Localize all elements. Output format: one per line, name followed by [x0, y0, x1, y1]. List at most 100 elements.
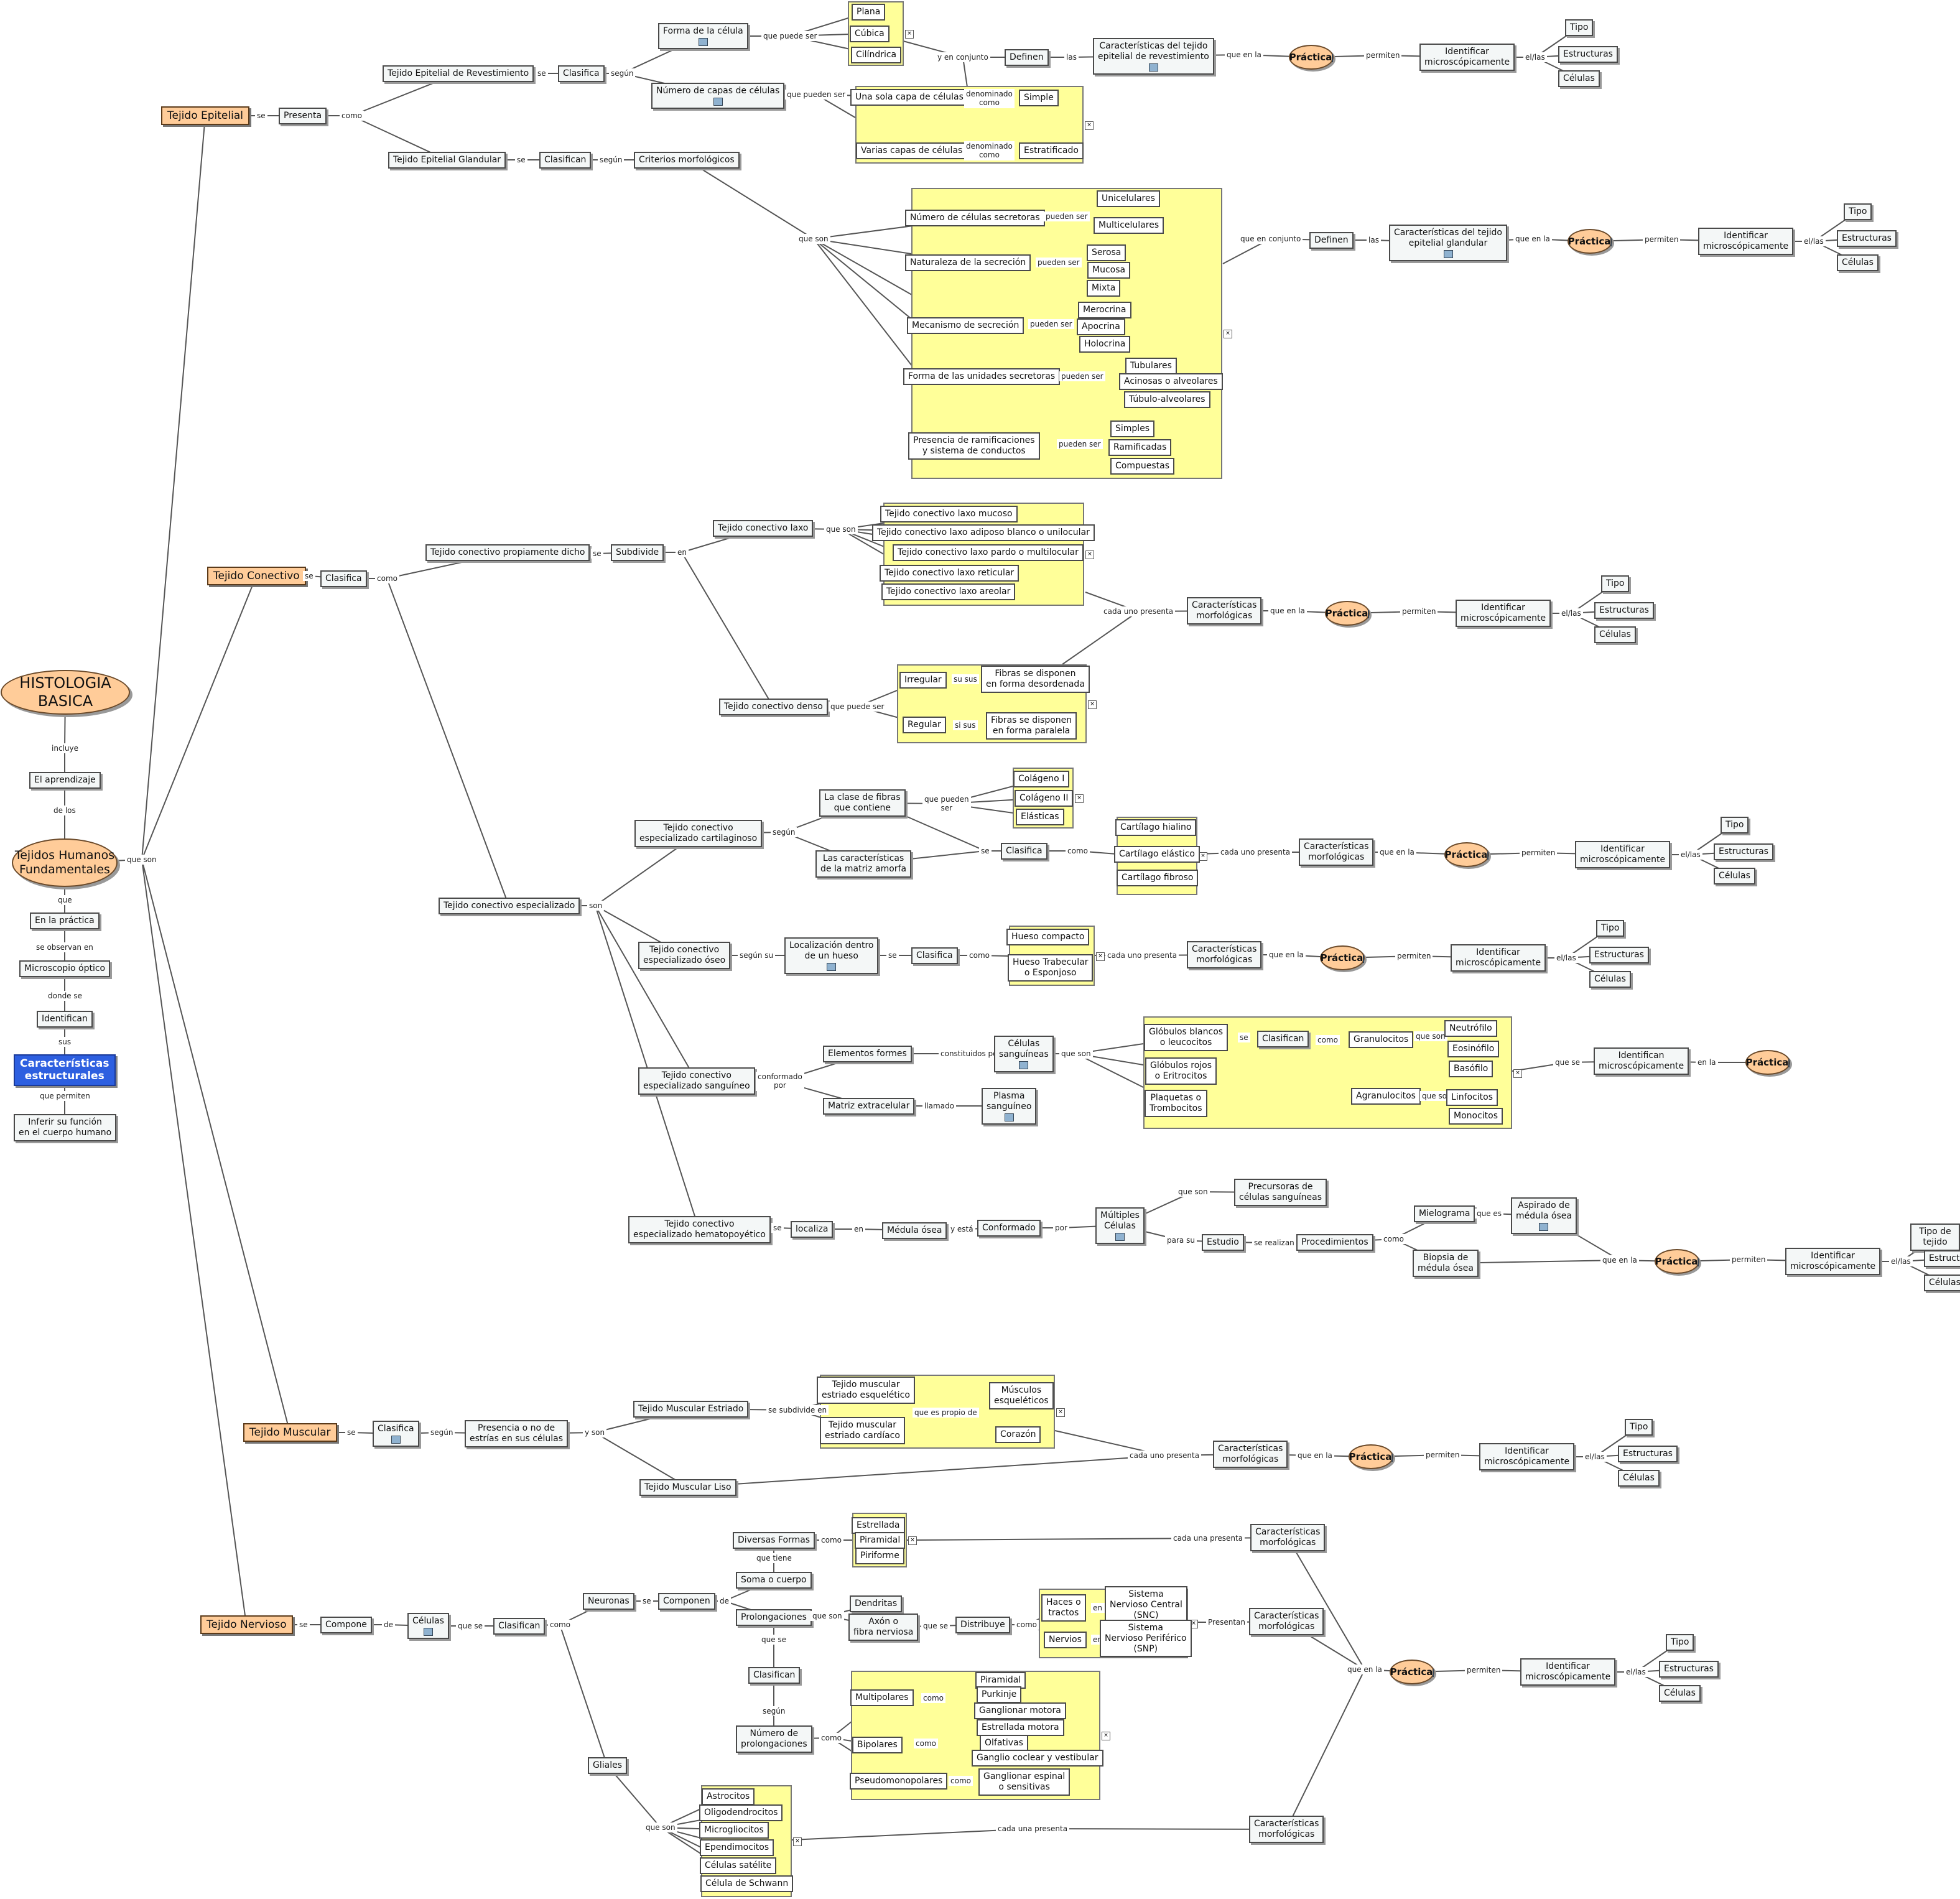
concept-node[interactable]: Neutrófilo — [1444, 1020, 1497, 1037]
concept-node[interactable]: Características del tejido epitelial de … — [1093, 38, 1214, 75]
concept-node[interactable]: Neuronas — [583, 1593, 634, 1610]
concept-node[interactable]: Mecanismo de secreción — [907, 317, 1024, 334]
concept-node[interactable]: Axón o fibra nerviosa — [848, 1613, 919, 1641]
concept-node[interactable]: Estructuras — [1589, 947, 1649, 963]
concept-node[interactable]: Ramificadas — [1108, 439, 1172, 456]
concept-node[interactable]: Tejido conectivo propiamente dicho — [425, 544, 590, 561]
concept-node[interactable]: Glóbulos rojos o Eritrocitos — [1145, 1057, 1217, 1085]
concept-node[interactable]: Cartílago elástico — [1114, 846, 1200, 863]
practica-node[interactable]: Práctica — [1349, 1444, 1393, 1469]
concept-node[interactable]: Olfativas — [980, 1735, 1028, 1752]
concept-node[interactable]: Pseudomonopolares — [850, 1773, 948, 1790]
concept-node[interactable]: Número de capas de células — [651, 83, 785, 109]
concept-node[interactable]: Cúbica — [850, 26, 889, 42]
tejidos-fundamentales-node[interactable]: Tejidos Humanos Fundamentales — [12, 838, 118, 887]
concept-node[interactable]: Las características de la matriz amorfa — [815, 850, 912, 878]
concept-node[interactable]: Tipo — [1601, 575, 1630, 592]
concept-node[interactable]: Células — [1589, 971, 1631, 988]
concept-node[interactable]: Corazón — [995, 1426, 1041, 1443]
concept-node[interactable]: Fibras se disponen en forma desordenada — [981, 666, 1090, 693]
concept-node[interactable]: Monocitos — [1449, 1108, 1503, 1125]
concept-node[interactable]: Tejido conectivo especializado óseo — [638, 942, 731, 969]
concept-node[interactable]: Tejido conectivo especializado — [439, 898, 580, 914]
concept-node[interactable]: Forma de la célula — [658, 23, 748, 49]
resource-icon[interactable] — [713, 97, 723, 106]
concept-node[interactable]: Tejido conectivo especializado hematopoy… — [628, 1216, 771, 1243]
concept-node[interactable]: Localización dentro de un hueso — [784, 937, 879, 974]
concept-node[interactable]: Tejido conectivo laxo adiposo blanco o u… — [872, 524, 1095, 541]
concept-node[interactable]: Estratificado — [1019, 142, 1084, 159]
concept-node[interactable]: Identifican microscópicamente — [1594, 1047, 1689, 1075]
practica-node[interactable]: Práctica — [1289, 45, 1334, 70]
concept-node[interactable]: Clasifican — [493, 1618, 546, 1635]
concept-node[interactable]: Piriforme — [855, 1548, 904, 1564]
concept-node[interactable]: Prolongaciones — [736, 1609, 812, 1626]
concept-node[interactable]: Serosa — [1087, 244, 1126, 261]
concept-node[interactable]: En la práctica — [30, 912, 100, 929]
concept-node[interactable]: Irregular — [899, 672, 947, 689]
concept-node[interactable]: localiza — [791, 1221, 834, 1238]
concept-node[interactable]: Características del tejido epitelial gla… — [1389, 225, 1508, 261]
collapse-toggle-icon[interactable]: × — [905, 30, 914, 39]
concept-node[interactable]: Holocrina — [1079, 336, 1131, 353]
concept-node[interactable]: Varias capas de células — [856, 142, 968, 159]
concept-node[interactable]: Hueso Trabecular o Esponjoso — [1008, 954, 1094, 982]
concept-node[interactable]: Características morfológicas — [1187, 597, 1262, 624]
concept-node[interactable]: Tejido Epitelial de Revestimiento — [383, 65, 534, 82]
concept-node[interactable]: Estudio — [1202, 1234, 1244, 1251]
collapse-toggle-icon[interactable]: × — [1075, 794, 1084, 803]
resource-icon[interactable] — [827, 962, 837, 971]
concept-node[interactable]: Piramidal — [975, 1672, 1026, 1689]
concept-node[interactable]: Colágeno I — [1013, 771, 1070, 787]
concept-node[interactable]: Características morfológicas — [1299, 838, 1374, 866]
concept-node[interactable]: Identificar microscópicamente — [1451, 944, 1546, 972]
concept-node[interactable]: Conformado — [977, 1220, 1041, 1237]
tissue-node[interactable]: Tejido Nervioso — [200, 1615, 293, 1635]
collapse-toggle-icon[interactable]: × — [908, 1536, 917, 1545]
collapse-toggle-icon[interactable]: × — [1513, 1069, 1522, 1078]
concept-node[interactable]: Identificar microscópicamente — [1419, 44, 1515, 71]
concept-node[interactable]: Tubulares — [1125, 358, 1177, 374]
tissue-node[interactable]: Tejido Epitelial — [161, 106, 249, 126]
concept-node[interactable]: Estrellada — [852, 1517, 905, 1534]
concept-node[interactable]: Características morfológicas — [1213, 1441, 1288, 1468]
resource-icon[interactable] — [1115, 1232, 1125, 1241]
concept-node[interactable]: Identificar microscópicamente — [1785, 1248, 1881, 1275]
concept-node[interactable]: Plana — [852, 4, 886, 21]
concept-node[interactable]: Gliales — [588, 1757, 628, 1774]
practica-node[interactable]: Práctica — [1390, 1660, 1434, 1684]
concept-node[interactable]: Células — [1594, 626, 1636, 643]
concept-node[interactable]: Definen — [1309, 232, 1354, 249]
collapse-toggle-icon[interactable]: × — [1085, 550, 1094, 559]
concept-node[interactable]: Regular — [903, 717, 946, 733]
concept-node[interactable]: Estrellada motora — [977, 1719, 1064, 1736]
concept-node[interactable]: Clasifica — [911, 947, 958, 964]
concept-node[interactable]: Agranulocitos — [1351, 1088, 1421, 1105]
practica-node[interactable]: Práctica — [1745, 1050, 1790, 1075]
concept-node[interactable]: Fibras se disponen en forma paralela — [986, 712, 1077, 740]
concept-node[interactable]: Tipo — [1565, 19, 1594, 36]
concept-node[interactable]: Estructuras — [1837, 230, 1897, 247]
concept-node[interactable]: Células — [1618, 1470, 1660, 1487]
concept-node[interactable]: Mixta — [1087, 280, 1121, 297]
concept-node[interactable]: Presencia o no de estrías en sus células — [465, 1420, 569, 1447]
concept-node[interactable]: Elásticas — [1016, 809, 1064, 825]
concept-node[interactable]: Soma o cuerpo — [736, 1572, 812, 1589]
collapse-toggle-icon[interactable]: × — [1102, 1732, 1110, 1740]
concept-node[interactable]: Multipolares — [850, 1689, 914, 1706]
concept-node[interactable]: Tejido conectivo especializado sanguíneo — [638, 1067, 755, 1095]
resource-icon[interactable] — [1443, 249, 1453, 258]
concept-node[interactable]: Procedimientos — [1296, 1234, 1373, 1251]
concept-node[interactable]: Características morfológicas — [1249, 1608, 1324, 1635]
concept-node[interactable]: Ganglio coclear y vestibular — [972, 1750, 1103, 1767]
concept-node[interactable]: Tejido conectivo laxo — [713, 520, 814, 537]
concept-node[interactable]: Forma de las unidades secretoras — [903, 368, 1061, 385]
resource-icon[interactable] — [1004, 1113, 1014, 1121]
concept-node[interactable]: Ganglionar espinal o sensitivas — [978, 1768, 1071, 1796]
concept-node[interactable]: Merocrina — [1078, 302, 1131, 318]
concept-node[interactable]: Clasifica — [373, 1421, 419, 1447]
concept-node[interactable]: Purkinje — [977, 1686, 1022, 1703]
resource-icon[interactable] — [1391, 1453, 1393, 1462]
concept-node[interactable]: Tipo — [1721, 817, 1749, 833]
concept-node[interactable]: Plaquetas o Trombocitos — [1145, 1090, 1207, 1117]
